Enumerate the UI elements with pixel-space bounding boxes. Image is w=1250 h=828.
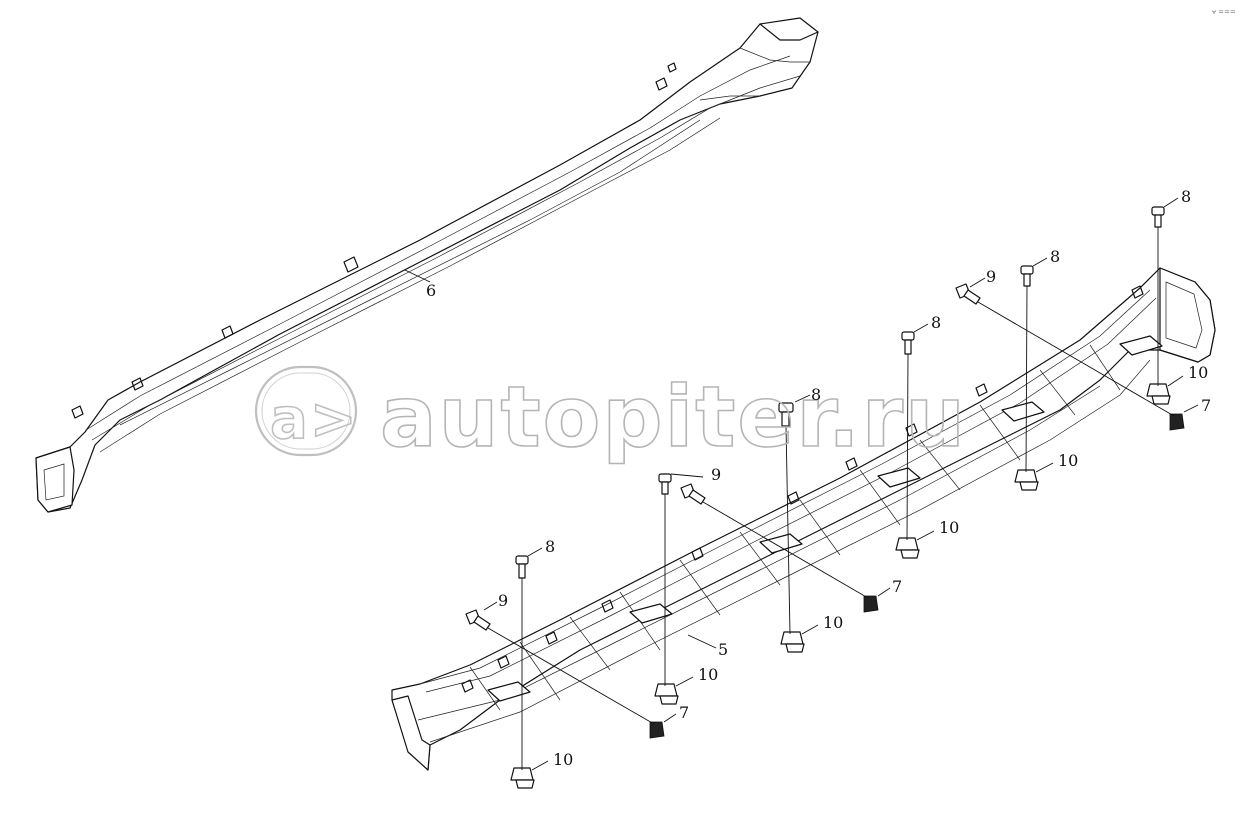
- screw-8-c: [778, 402, 794, 427]
- callout-7-a: 7: [679, 703, 689, 722]
- bolt-9-c: [955, 283, 981, 305]
- callout-10-b: 10: [698, 665, 718, 684]
- callout-9-c: 9: [986, 267, 996, 286]
- screw-8-b: [658, 473, 672, 495]
- callout-10-d: 10: [939, 518, 959, 537]
- callout-8-b: 8: [811, 385, 821, 404]
- bolt-9-b: [680, 483, 706, 505]
- callout-10-c: 10: [823, 613, 843, 632]
- callout-10-a: 10: [553, 750, 573, 769]
- part-6-side-trim: [35, 17, 819, 513]
- corner-mark: ⩝ ===: [1212, 8, 1236, 16]
- callout-9-a: 9: [498, 591, 508, 610]
- nut-10-c: [780, 631, 805, 653]
- clip-7-b: [863, 595, 879, 613]
- watermark-text: autopiter.ru: [380, 368, 967, 466]
- leader-lines: [404, 197, 1199, 771]
- nut-10-a: [510, 767, 535, 789]
- nut-10-f: [1146, 383, 1171, 405]
- watermark-logo: a>: [254, 365, 359, 457]
- callout-5: 5: [718, 640, 728, 659]
- callout-10-e: 10: [1058, 451, 1078, 470]
- callout-9-b: 9: [711, 465, 721, 484]
- clip-7-c: [1169, 413, 1185, 431]
- watermark-glyph: a>: [270, 387, 359, 452]
- screw-8-f: [1151, 206, 1165, 228]
- part-5-running-board: [391, 267, 1216, 771]
- callout-8-e: 8: [1181, 187, 1191, 206]
- screw-8-a: [515, 555, 529, 579]
- callout-6: 6: [426, 281, 436, 300]
- callout-8-d: 8: [1050, 247, 1060, 266]
- nut-10-d: [895, 537, 920, 559]
- callout-7-b: 7: [892, 577, 902, 596]
- screw-8-e: [1020, 265, 1034, 287]
- callout-7-c: 7: [1201, 396, 1211, 415]
- nut-10-e: [1014, 469, 1039, 491]
- nut-10-b: [654, 683, 679, 705]
- callout-8-c: 8: [931, 313, 941, 332]
- callout-10-f: 10: [1188, 363, 1208, 382]
- bolt-9-a: [465, 609, 491, 631]
- screw-8-d: [901, 331, 915, 355]
- callout-8-a: 8: [545, 537, 555, 556]
- clip-7-a: [649, 721, 665, 739]
